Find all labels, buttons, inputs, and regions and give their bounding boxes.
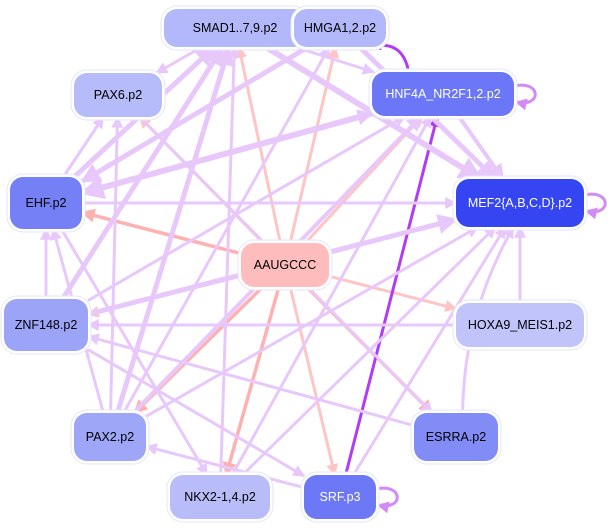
self-loops-layer	[375, 83, 607, 514]
node-box	[74, 413, 146, 461]
edge-motif-to-hmga	[288, 45, 339, 244]
node-hnf4a[interactable]: HNF4A_NR2F1,2.p2	[368, 68, 518, 120]
edge-motif-to-srf	[288, 286, 339, 477]
node-label: PAX2.p2	[86, 430, 134, 444]
node-label: EHF.p2	[26, 196, 67, 210]
node-label: AAUGCCC	[254, 258, 317, 272]
node-ehf[interactable]: EHF.p2	[6, 173, 86, 233]
edge-hmga-to-ehf	[80, 44, 310, 184]
edge-pax2-to-mef2	[145, 225, 479, 418]
node-esrra[interactable]: ESRRA.p2	[410, 409, 502, 465]
node-hoxa9[interactable]: HOXA9_MEIS1.p2	[452, 299, 588, 351]
node-label: HMGA1,2.p2	[304, 21, 376, 35]
node-box	[372, 72, 514, 116]
edge-znf148-to-srf	[87, 348, 306, 478]
node-box	[456, 179, 584, 227]
node-label: ESRRA.p2	[426, 430, 486, 444]
edge-pax2-to-smad	[114, 45, 234, 414]
node-box	[4, 299, 88, 351]
node-hmga[interactable]: HMGA1,2.p2	[290, 5, 390, 51]
node-box	[74, 73, 162, 117]
self-loop-hnf4a	[513, 83, 537, 111]
edge-srf-to-mef2	[352, 225, 507, 476]
node-label: HNF4A_NR2F1,2.p2	[385, 87, 500, 101]
node-srf[interactable]: SRF.p3	[300, 471, 380, 523]
edge-nkx-to-hnf4a	[230, 114, 433, 476]
node-pax2[interactable]: PAX2.p2	[70, 409, 150, 465]
node-box	[170, 475, 270, 519]
node-nkx[interactable]: NKX2-1,4.p2	[166, 471, 274, 523]
node-box	[10, 177, 82, 229]
self-loop-srf	[375, 486, 399, 514]
node-label: NKX2-1,4.p2	[184, 490, 256, 504]
edges-layer	[40, 26, 526, 490]
node-box	[456, 303, 584, 347]
edge-srf-to-pax2	[144, 443, 305, 490]
node-znf148[interactable]: ZNF148.p2	[0, 295, 92, 355]
node-label: ZNF148.p2	[15, 318, 78, 332]
edge-srf-to-hnf4a	[344, 114, 441, 476]
node-label: MEF2{A,B,C,D}.p2	[468, 196, 572, 210]
edge-pax2-to-pax6	[109, 115, 124, 414]
node-label: SRF.p3	[320, 490, 361, 504]
node-mef2[interactable]: MEF2{A,B,C,D}.p2	[452, 175, 588, 231]
node-box	[164, 9, 306, 47]
edge-ehf-to-pax6	[62, 116, 105, 178]
node-box	[294, 9, 386, 47]
edge-znf148-to-smad	[60, 45, 226, 301]
edge-hnf4a-to-mef2	[456, 114, 505, 181]
edge-smad-to-pax6	[155, 45, 203, 75]
self-loop-mef2	[583, 192, 607, 220]
node-box	[241, 243, 329, 287]
edge-smad-to-hnf4a	[294, 45, 375, 75]
node-smad[interactable]: SMAD1..7,9.p2	[160, 5, 310, 51]
node-label: HOXA9_MEIS1.p2	[468, 318, 572, 332]
edge-pax2-to-hmga	[122, 45, 331, 414]
node-label: PAX6.p2	[94, 88, 142, 102]
node-motif[interactable]: AAUGCCC	[237, 239, 333, 291]
edge-ehf-to-hnf4a	[81, 109, 374, 196]
node-pax6[interactable]: PAX6.p2	[70, 69, 166, 121]
node-box	[304, 475, 376, 519]
edge-motif-to-ehf	[80, 208, 242, 256]
edge-esrra-to-znf148	[86, 333, 415, 427]
edge-nkx-to-smad	[219, 45, 241, 476]
node-label: SMAD1..7,9.p2	[193, 21, 278, 35]
edge-znf148-to-hnf4a	[87, 114, 407, 302]
node-box	[414, 413, 498, 461]
